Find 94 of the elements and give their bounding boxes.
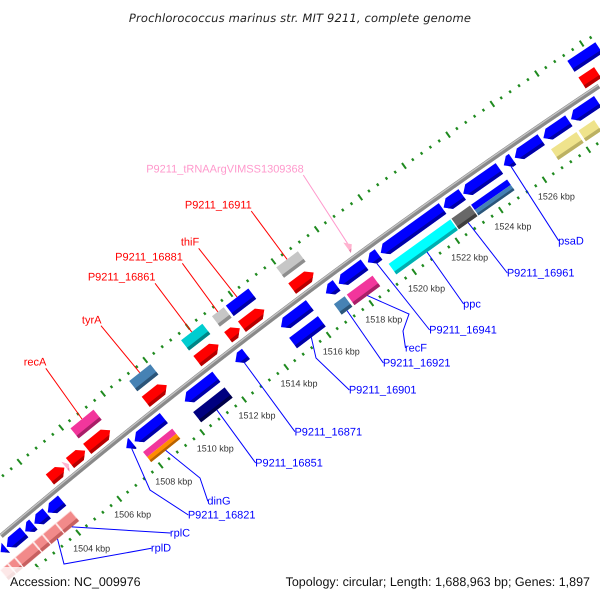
leader-line (45, 368, 82, 420)
gene-label: P9211_tRNAArgVIMSS1309368 (146, 164, 304, 176)
gene-box (181, 324, 210, 350)
tick-label: 1518 kbp (365, 314, 402, 326)
gene-label: psaD (558, 235, 584, 248)
gene-pentagon (48, 496, 66, 514)
gene-label: rplC (170, 528, 190, 540)
leader-line (468, 222, 508, 274)
gene-label: tyrA (82, 314, 102, 328)
gene-box (578, 67, 600, 88)
gene-label: P9211_16911 (184, 200, 252, 212)
gene-box (567, 42, 600, 72)
gene-pentagon (326, 280, 340, 294)
gene-pentagon (280, 300, 314, 328)
gene-pentagon (444, 189, 466, 209)
tick-label: 1508 kbp (155, 476, 192, 488)
gene-label: P9211_16961 (506, 268, 575, 280)
leader-line (376, 262, 430, 330)
gene-pentagon (6, 527, 28, 548)
genome-summary-text: Topology: circular; Length: 1,688,963 bp; Genes: 1,897 (286, 574, 590, 591)
leader-line (71, 526, 171, 534)
gene-pentagon (571, 96, 600, 121)
gene-box (551, 132, 584, 160)
gene-box (226, 288, 256, 316)
gene-label: thiF (180, 236, 200, 250)
leader-line (244, 362, 296, 432)
map-title: Prochlorococcus marinus str. MIT 9211, complete genome (128, 11, 472, 25)
gene-pentagon (66, 450, 86, 468)
gene-label: P9211_16851 (255, 458, 323, 470)
gene-box (289, 316, 326, 348)
gene-pentagon (126, 438, 137, 449)
leader-line (366, 295, 410, 348)
gene-pentagon (504, 154, 516, 167)
tick-label: 1522 kbp (451, 252, 488, 264)
tick-label: 1520 kbp (408, 283, 446, 294)
gene-label: P9211_16821 (188, 510, 256, 522)
tick-label: 1526 kbp (538, 192, 575, 203)
gene-pentagon (193, 344, 219, 366)
gene-pentagon (238, 308, 264, 332)
gene-triangle (343, 242, 352, 254)
gene-box (451, 206, 478, 230)
gene-label: P9211_16871 (294, 426, 362, 440)
gene-box (129, 364, 158, 392)
gene-triangle (61, 462, 70, 472)
tick-label: 1512 kbp (238, 410, 276, 422)
tick-label: 1516 kbp (322, 346, 360, 358)
leader-line (250, 210, 288, 260)
gene-pentagon (514, 134, 545, 160)
gene-label: recA (24, 356, 46, 370)
tick-label: 1514 kbp (280, 378, 318, 390)
gene-pentagon (34, 508, 51, 524)
leader-line (510, 166, 560, 242)
leader-line (154, 282, 192, 332)
gene-pentagon (83, 430, 110, 454)
gene-pentagon (46, 467, 64, 485)
gene-label: P9211_16941 (429, 324, 497, 338)
gene-label: P9211_16861 (88, 272, 156, 285)
tick-label: 1510 kbp (196, 443, 234, 454)
gene-pentagon (368, 249, 382, 264)
gene-box (56, 510, 80, 534)
gene-box (346, 276, 380, 306)
gene-label: recF (405, 342, 427, 356)
gene-label: P9211_16881 (115, 252, 183, 265)
leader-line (346, 310, 384, 364)
gene-pentagon (543, 115, 572, 140)
gene-box (143, 428, 180, 462)
gene-box (193, 387, 233, 422)
leader-line (302, 174, 348, 244)
gene-pentagon (142, 384, 167, 407)
gene-label: P9211_16901 (348, 384, 417, 398)
leader-line (426, 252, 464, 304)
leader-line (57, 538, 152, 565)
leader-line (100, 325, 140, 374)
gene-pentagon (235, 348, 250, 363)
gene-box (276, 251, 306, 278)
gene-label: ppc (463, 298, 481, 312)
tick-label: 1506 kbp (114, 510, 152, 521)
gene-pentagon (224, 327, 240, 342)
gene-label: dinG (207, 496, 231, 509)
leader-line (165, 450, 208, 502)
gene-label: P9211_16921 (382, 358, 451, 370)
gene-pentagon (288, 271, 314, 294)
leader-line (131, 448, 189, 516)
tick-label: 1524 kbp (494, 222, 532, 233)
gene-box (471, 180, 514, 216)
gene-box (578, 120, 600, 142)
tick-label: 1504 kbp (73, 543, 110, 554)
leader-line (198, 248, 238, 298)
gene-pentagon (338, 260, 368, 285)
leader-line (182, 262, 218, 312)
gene-label: rplD (150, 542, 172, 556)
gene-box (212, 307, 232, 327)
leader-line (310, 336, 350, 390)
gene-box (334, 296, 352, 315)
